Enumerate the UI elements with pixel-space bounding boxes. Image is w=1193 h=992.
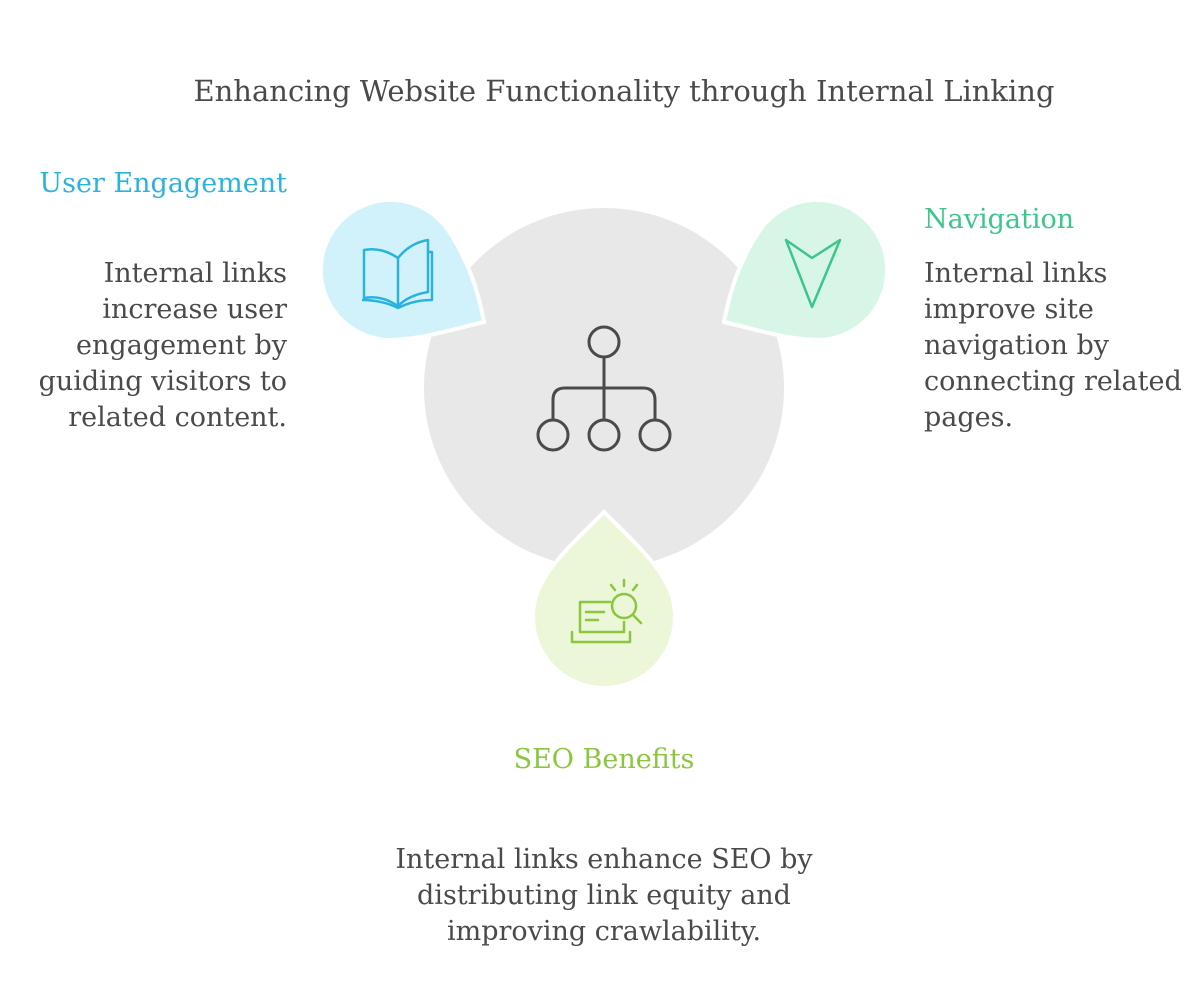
navigation-description: Internal links improve site navigation b…	[924, 258, 1182, 433]
navigation-arrow-icon	[784, 238, 842, 309]
navigation-heading: Navigation	[924, 204, 1075, 235]
hierarchy-icon	[536, 325, 672, 452]
diagram-title: Enhancing Website Functionality through …	[193, 74, 1055, 108]
user-engagement-heading: User Engagement	[39, 168, 287, 199]
book-icon	[361, 238, 434, 310]
laptop-search-icon	[570, 578, 643, 644]
seo-benefits-heading: SEO Benefits	[513, 744, 695, 775]
seo-benefits-description: Internal links enhance SEO by distributi…	[395, 844, 813, 947]
navigation-drop	[721, 197, 890, 343]
seo-drop	[531, 509, 677, 690]
user-engagement-drop	[318, 197, 487, 343]
user-engagement-description: Internal links increase user engagement …	[38, 258, 287, 433]
